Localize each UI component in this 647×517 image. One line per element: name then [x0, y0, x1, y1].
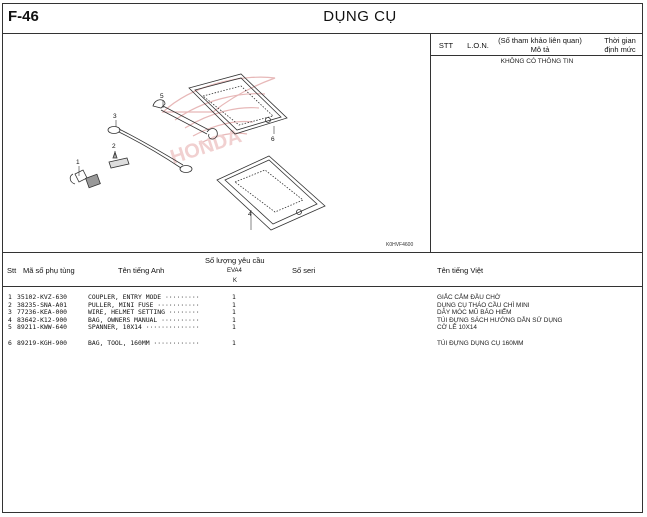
- row-name-vi: DÂY MÓC MŨ BẢO HIỂM: [437, 309, 512, 317]
- row-part-no: 89219-KGH-900: [17, 339, 68, 347]
- row-part-no: 89211-KWW-640: [17, 323, 68, 332]
- parts-name-vi-header: Tên tiếng Việt: [437, 266, 484, 275]
- row-stt: 5: [8, 323, 12, 332]
- diagram-divider: [430, 33, 431, 253]
- ref-desc-line2: Mô tả: [530, 45, 550, 54]
- row-part-no: 77236-KEA-000: [17, 308, 68, 317]
- row-name-vi: TÚI ĐỰNG SÁCH HƯỚNG DẪN SỬ DỤNG: [437, 316, 563, 324]
- row-qty: 1: [232, 323, 236, 332]
- row-stt: 6: [8, 339, 12, 347]
- callout-3: 3: [113, 113, 117, 120]
- spanner-drawing: [152, 99, 218, 140]
- page-frame: [2, 3, 643, 513]
- parts-qty-header: Số lượng yêu cầu: [205, 256, 265, 265]
- ref-no-info: KHÔNG CÓ THÔNG TIN: [500, 58, 574, 65]
- diagram-code: K0HVF4600: [386, 242, 414, 248]
- parts-model-header: EVA4: [227, 268, 242, 274]
- parts-partno-header: Mã số phụ tùng: [23, 266, 75, 275]
- callout-6: 6: [271, 136, 275, 143]
- parts-serial-header: Số seri: [292, 266, 316, 275]
- ref-header-divider: [430, 55, 643, 56]
- diagram-bottom-divider: [2, 252, 643, 253]
- row-name-en: WIRE, HELMET SETTING ········: [88, 308, 200, 317]
- helmet-wire-drawing: [107, 126, 193, 173]
- row-name-en: SPANNER, 10X14 ··············: [88, 323, 200, 332]
- callout-2: 2: [112, 143, 116, 150]
- row-name-vi: CỜ LÊ 10X14: [437, 324, 477, 332]
- header-divider: [2, 33, 643, 34]
- callout-4: 4: [248, 211, 252, 218]
- ref-time-line1: Thời gian: [604, 36, 636, 45]
- ref-time-header: Thời gian định mức: [598, 36, 642, 54]
- parts-header-divider: [2, 286, 643, 287]
- row-stt: 2: [8, 300, 12, 309]
- parts-diagram: HONDA: [3, 34, 430, 252]
- row-name-vi: GIẮC CẮM ĐẦU CHỜ: [437, 294, 501, 301]
- ref-desc-line1: (Số tham khảo liên quan): [498, 36, 582, 45]
- coupler-drawing: [69, 169, 101, 189]
- row-part-no: 38235-SNA-A01: [17, 300, 68, 309]
- tool-bag-drawing: [188, 73, 288, 135]
- row-part-no: 35102-KVZ-630: [17, 293, 68, 301]
- manual-bag-drawing: [216, 155, 326, 231]
- callout-lines: [78, 100, 275, 230]
- row-part-no: 83642-K12-900: [17, 315, 68, 324]
- row-name-en: PULLER, MINI FUSE ···········: [88, 300, 200, 309]
- row-name-en: COUPLER, ENTRY MODE ·········: [88, 293, 200, 301]
- callout-1: 1: [76, 159, 80, 166]
- row-qty: 1: [232, 300, 236, 309]
- row-qty: 1: [232, 293, 236, 301]
- row-qty: 1: [232, 315, 236, 324]
- ref-time-line2: định mức: [604, 45, 636, 54]
- row-stt: 1: [8, 293, 12, 301]
- row-name-en: BAG, OWNERS MANUAL ··········: [88, 315, 200, 324]
- page-title: DỤNG CỤ: [323, 8, 397, 25]
- row-name-vi: DỤNG CỤ THÁO CẦU CHÌ MINI: [437, 301, 530, 309]
- callout-5: 5: [160, 93, 164, 100]
- row-stt: 3: [8, 308, 12, 317]
- parts-stt-header: Stt: [7, 266, 17, 275]
- row-name-en: BAG, TOOL, 160MM ············: [88, 339, 200, 347]
- row-qty: 1: [232, 339, 236, 347]
- parts-model-sub-header: K: [233, 278, 238, 284]
- row-stt: 4: [8, 315, 12, 324]
- ref-lon-header: L.O.N.: [467, 41, 489, 50]
- fuse-puller-drawing: [108, 150, 130, 169]
- row-qty: 1: [232, 308, 236, 317]
- diagram-svg: HONDA: [69, 73, 326, 231]
- parts-name-en-header: Tên tiếng Anh: [118, 266, 165, 275]
- ref-stt-header: STT: [438, 41, 454, 50]
- page-code: F-46: [8, 8, 39, 25]
- row-name-vi: TÚI ĐỰNG DỤNG CỤ 160MM: [437, 340, 524, 347]
- ref-desc-header: (Số tham khảo liên quan) Mô tả: [494, 36, 586, 54]
